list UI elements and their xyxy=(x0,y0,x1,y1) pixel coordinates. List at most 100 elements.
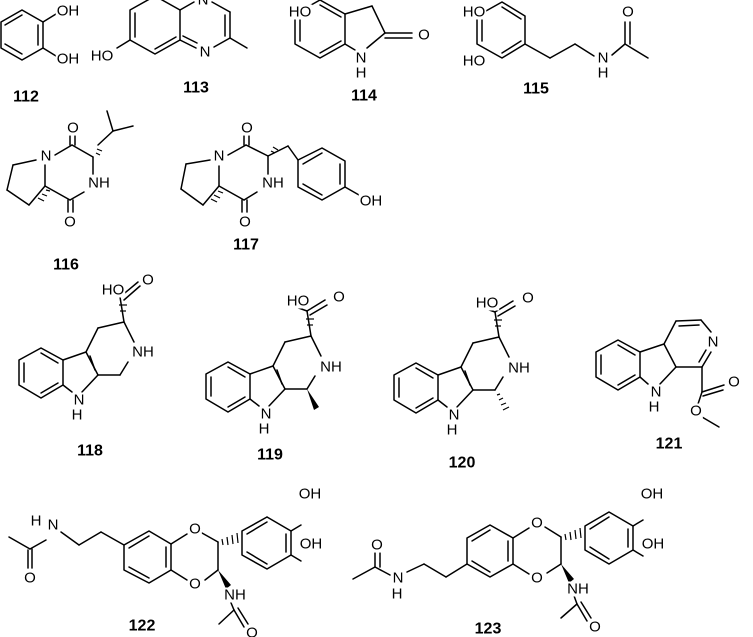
atom-label-backdrop xyxy=(445,422,459,438)
atom-label: HO xyxy=(289,4,312,21)
compound-number: 117 xyxy=(233,237,259,254)
compound-number: 113 xyxy=(183,80,209,97)
atom-label: HO xyxy=(287,293,310,310)
atom-label-backdrop xyxy=(287,4,313,20)
atom-label-backdrop xyxy=(141,272,155,288)
atom-label: N xyxy=(393,570,404,587)
atom-label-backdrop xyxy=(521,290,535,306)
atom-label-backdrop xyxy=(198,44,212,60)
atom-label-backdrop xyxy=(212,148,226,164)
atom-label: HO xyxy=(463,4,486,21)
atom-label-backdrop xyxy=(70,407,84,423)
atom-label: OH xyxy=(642,536,665,553)
atom-label: HO xyxy=(91,48,114,65)
atom-label-backdrop xyxy=(66,120,80,136)
atom-label-backdrop xyxy=(461,4,487,20)
atom-label-backdrop xyxy=(131,344,155,360)
compound-121: N N H O O 121 xyxy=(595,319,741,453)
atom-label: O xyxy=(418,27,430,44)
atom-label-backdrop xyxy=(332,289,346,305)
atom-label-backdrop xyxy=(507,360,531,376)
atom-label: H xyxy=(356,65,367,82)
atom-label: O xyxy=(531,570,543,587)
atom-label: NH xyxy=(262,175,284,192)
atom-label-backdrop xyxy=(188,521,202,537)
atom-label-backdrop xyxy=(196,0,210,8)
compound-123: O N H O O OH OH NH O 123 xyxy=(352,486,666,637)
atom-label: O xyxy=(189,576,201,593)
atom-label-backdrop xyxy=(188,576,202,592)
atom-label-backdrop xyxy=(370,537,384,553)
structure-120 xyxy=(393,300,516,414)
structure-114 xyxy=(294,0,413,59)
atom-label: NH xyxy=(567,581,589,598)
compound-number: 116 xyxy=(53,257,79,274)
atom-label: H xyxy=(31,513,42,530)
atom-label-backdrop xyxy=(87,175,111,191)
atom-label: OH xyxy=(360,193,383,210)
atom-label-backdrop xyxy=(23,570,37,586)
atom-label: N xyxy=(74,392,85,409)
compound-117: O O N NH OH 117 xyxy=(180,120,384,254)
structure-112 xyxy=(0,9,57,61)
atom-label: O xyxy=(589,619,601,636)
atom-label: O xyxy=(246,625,258,637)
atom-label-backdrop xyxy=(100,282,126,298)
atom-label-backdrop xyxy=(245,625,259,637)
atom-label-backdrop xyxy=(390,586,404,602)
atom-label: H xyxy=(598,65,609,82)
atom-label-backdrop xyxy=(72,392,86,408)
compound-number: 122 xyxy=(129,618,156,635)
atom-label: O xyxy=(522,290,534,307)
atom-label: OH xyxy=(299,486,322,503)
atom-label: O xyxy=(371,537,383,554)
atom-label-backdrop xyxy=(649,384,663,400)
atom-label: OH xyxy=(300,536,323,553)
compound-115: HO HO N H O 115 xyxy=(461,1,649,98)
atom-label: O xyxy=(333,289,345,306)
atom-label: OH xyxy=(57,51,80,68)
atom-label-backdrop xyxy=(530,515,544,531)
atom-label-backdrop xyxy=(261,175,285,191)
atom-label: H xyxy=(259,421,270,438)
compound-number: 121 xyxy=(656,436,683,453)
structure-121 xyxy=(595,319,725,428)
atom-label: O xyxy=(531,515,543,532)
compound-113: N N HO 113 xyxy=(89,0,248,97)
compound-122: N H O O O OH OH NH O 122 xyxy=(8,486,324,637)
atom-label: NH xyxy=(132,344,154,361)
compound-118: HO O NH N H 118 xyxy=(18,272,155,460)
atom-label: O xyxy=(24,570,36,587)
atom-label-backdrop xyxy=(29,513,43,529)
atom-label-backdrop xyxy=(238,214,252,230)
compound-119: HO O NH N H 119 xyxy=(205,289,346,464)
atom-label: OH xyxy=(57,3,80,20)
compound-number: 123 xyxy=(475,621,502,637)
atom-label-backdrop xyxy=(285,293,311,309)
structure-122 xyxy=(8,516,302,628)
compound-number: 119 xyxy=(257,447,283,464)
atom-label: N xyxy=(449,407,460,424)
atom-label-backdrop xyxy=(447,407,461,423)
atom-label: NH xyxy=(508,360,530,377)
atom-label-backdrop xyxy=(240,120,254,136)
atom-label: N xyxy=(200,44,211,61)
atom-label: H xyxy=(392,586,403,603)
atom-label: N xyxy=(356,50,367,67)
atom-label: O xyxy=(189,521,201,538)
atom-label: N xyxy=(214,148,225,165)
atom-label-backdrop xyxy=(55,3,81,19)
atom-label: NH xyxy=(88,175,110,192)
atom-label: O xyxy=(67,120,79,137)
structure-116 xyxy=(6,110,134,213)
atom-label-backdrop xyxy=(297,486,323,502)
atom-label: HO xyxy=(102,282,125,299)
atom-label-backdrop xyxy=(647,399,661,415)
atom-label-backdrop xyxy=(727,374,741,390)
atom-label-backdrop xyxy=(354,65,368,81)
atom-label: H xyxy=(72,407,83,424)
atom-label-backdrop xyxy=(55,51,81,67)
atom-label-backdrop xyxy=(39,148,53,164)
atom-label: O xyxy=(622,4,634,21)
atom-label-backdrop xyxy=(46,517,60,533)
